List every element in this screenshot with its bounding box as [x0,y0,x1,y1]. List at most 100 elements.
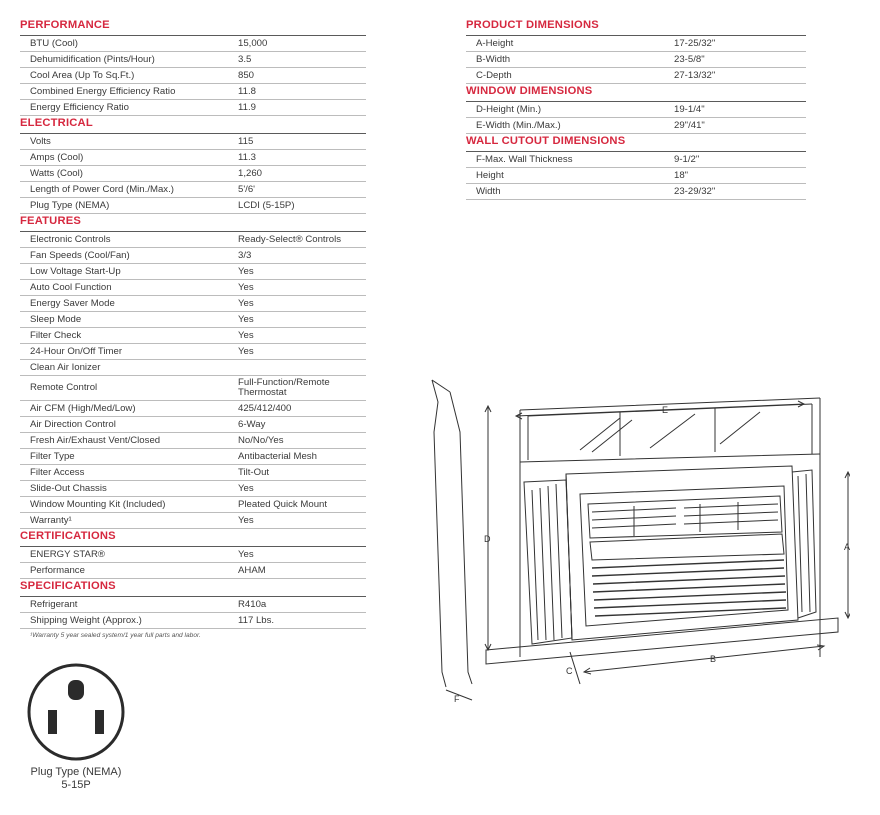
dimension-label-d: D [484,534,491,544]
spec-value: Pleated Quick Mount [238,499,328,510]
plug-right-blade [95,710,104,734]
spec-value: Yes [238,483,254,494]
section-title: CERTIFICATIONS [20,529,366,547]
plug-caption-line1: Plug Type (NEMA) [30,766,122,778]
dimension-label-c: C [566,666,573,676]
spec-label: Filter Access [30,467,85,478]
spec-value: 15,000 [238,38,268,49]
spec-value: 117 Lbs. [238,615,275,626]
spec-row: D-Height (Min.) 19-1/4" [466,102,806,118]
spec-value: Yes [238,515,254,526]
spec-label: Height [476,170,504,181]
spec-row: Cool Area (Up To Sq.Ft.)850 [20,68,366,84]
spec-label: Cool Area (Up To Sq.Ft.) [30,70,135,81]
section-title: ELECTRICAL [20,116,366,134]
spec-label: Warranty¹ [30,515,72,526]
spec-label: Shipping Weight (Approx.) [30,615,142,626]
spec-value: 29"/41" [674,120,705,131]
spec-label: Low Voltage Start-Up [30,266,121,277]
spec-value: 11.8 [238,86,256,97]
spec-label: E-Width (Min./Max.) [476,120,561,131]
spec-row: Dehumidification (Pints/Hour)3.5 [20,52,366,68]
spec-value: 17-25/32" [674,38,716,49]
section-title: SPECIFICATIONS [20,579,366,597]
spec-row: Length of Power Cord (Min./Max.)5'/6' [20,182,366,198]
spec-value [238,360,366,375]
section-title: PERFORMANCE [20,18,366,36]
dimension-label-e: E [662,405,668,415]
spec-value: 11.9 [238,102,256,113]
spec-value: 18" [674,170,689,181]
spec-label: Fresh Air/Exhaust Vent/Closed [30,435,161,446]
spec-value: 9-1/2" [674,154,700,165]
spec-label: Energy Efficiency Ratio [30,102,130,113]
spec-row: Remote Control Full-Function/Remote Therm… [20,376,366,401]
spec-value: No/No/Yes [238,435,284,446]
spec-value: Ready-Select® Controls [238,234,342,245]
spec-row: Shipping Weight (Approx.) 117 Lbs. [20,613,366,629]
spec-row: Height 18" [466,168,806,184]
spec-label: Sleep Mode [30,314,82,325]
spec-label: Air CFM (High/Med/Low) [30,403,136,414]
spec-row: Electronic Controls Ready-Select® Control… [20,232,366,248]
spec-label: Auto Cool Function [30,282,112,293]
plug-left-blade [48,710,57,734]
spec-row: Air CFM (High/Med/Low)425/412/400 [20,401,366,417]
spec-label: F-Max. Wall Thickness [476,154,573,165]
dimension-label-a: A [844,542,850,552]
spec-label: Air Direction Control [30,419,116,430]
warranty-footnote: ¹Warranty 5 year sealed system/1 year fu… [30,632,201,639]
dimension-label-b: B [710,654,716,664]
spec-label: Combined Energy Efficiency Ratio [30,86,176,97]
spec-value: Yes [238,266,254,277]
spec-row: Fresh Air/Exhaust Vent/Closed No/No/Yes [20,433,366,449]
spec-row: Fan Speeds (Cool/Fan) 3/3 [20,248,366,264]
spec-row: E-Width (Min./Max.) 29"/41" [466,118,806,134]
spec-value: 1,260 [238,168,263,179]
spec-row: BTU (Cool)15,000 [20,36,366,52]
spec-row: Plug Type (NEMA)LCDI (5-15P) [20,198,366,214]
spec-label: Plug Type (NEMA) [30,200,110,211]
spec-label: Volts [30,136,51,147]
spec-value: 19-1/4" [674,104,705,115]
plug-outlet-icon [27,663,125,761]
spec-label: Filter Type [30,451,75,462]
spec-label: Fan Speeds (Cool/Fan) [30,250,130,261]
spec-value: 115 [238,136,254,147]
spec-label: Electronic Controls [30,234,111,245]
plug-caption: Plug Type (NEMA) 5-15P [16,766,136,792]
spec-row: Warranty¹ Yes [20,513,366,529]
spec-value: 3/3 [238,250,252,261]
spec-row: F-Max. Wall Thickness 9-1/2" [466,152,806,168]
spec-label: Clean Air Ionizer [30,362,101,373]
plug-caption-line2: 5-15P [61,779,91,791]
spec-label: D-Height (Min.) [476,104,542,115]
spec-label: ENERGY STAR® [30,549,105,560]
spec-row: Window Mounting Kit (Included)Pleated Qu… [20,497,366,513]
spec-label: Remote Control [30,382,98,393]
spec-label: Energy Saver Mode [30,298,115,309]
spec-label: Performance [30,565,85,576]
spec-row: Combined Energy Efficiency Ratio 11.8 [20,84,366,100]
spec-row: Energy Efficiency Ratio 11.9 [20,100,366,116]
spec-value: Full-Function/Remote Thermostat [238,377,330,398]
spec-row: Filter Type Antibacterial Mesh [20,449,366,465]
spec-label: 24-Hour On/Off Timer [30,346,123,357]
spec-label: B-Width [476,54,511,65]
spec-value: Yes [238,282,254,293]
spec-row: Watts (Cool)1,260 [20,166,366,182]
spec-label: Length of Power Cord (Min./Max.) [30,184,174,195]
spec-value: AHAM [238,565,266,576]
spec-value: Antibacterial Mesh [238,451,317,462]
section-title: FEATURES [20,214,366,232]
spec-value: Yes [238,330,254,341]
